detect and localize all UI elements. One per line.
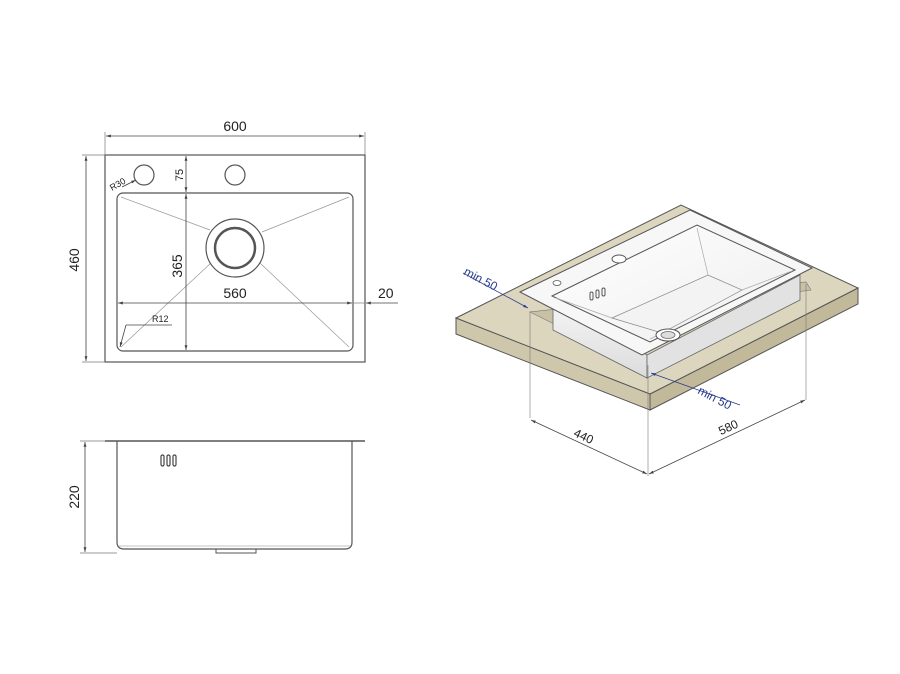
outer-radius-label: R30 [108, 176, 127, 193]
min-left-dimension-label: min 50 [462, 264, 501, 293]
tap-offset-dimension-label: 75 [174, 169, 186, 181]
cutout-width-dimension-label: 580 [716, 417, 740, 438]
bowl-outline [116, 192, 354, 352]
bowl-depth-dimension-label: 365 [169, 254, 185, 278]
sink-bowl-side-right [646, 274, 801, 379]
width-dimension-label: 600 [223, 118, 247, 134]
cutout-depth-dimension-label: 440 [572, 426, 596, 447]
depth-dimension-label: 220 [66, 485, 82, 509]
bowl-slope-lines [120, 196, 350, 348]
cutout-depth-dimension-line [530, 419, 648, 475]
sink-outline [104, 154, 366, 363]
sink-bowl [550, 224, 797, 343]
tap-hole-left [133, 164, 155, 186]
outer-radius-leader [121, 179, 137, 188]
drain-outlet [215, 549, 257, 554]
inner-radius-label: R12 [152, 314, 169, 324]
installation-view: 440 580 min 50 min 50 [454, 204, 860, 476]
bowl-width-dimension-label: 560 [223, 285, 247, 301]
min-left-dimension-line [462, 272, 529, 309]
top-view: 600 460 75 R30 365 560 20 R12 [66, 118, 398, 363]
sink-3d-tap-hole [611, 254, 627, 264]
drain-inner [213, 226, 257, 270]
overflow-slots [160, 454, 177, 467]
tap-hole-right [224, 164, 246, 186]
min-front-dimension-label: min 50 [696, 383, 735, 412]
cutout-width-dimension-line [648, 399, 806, 475]
sink-3d-overflow [589, 287, 606, 301]
rim-dimension-label: 20 [378, 285, 394, 301]
side-bowl-outline [116, 441, 353, 550]
side-view: 220 [66, 440, 365, 554]
install-extension-lines [529, 284, 807, 476]
min-front-dimension-line [650, 372, 741, 406]
height-dimension-label: 460 [66, 248, 82, 272]
